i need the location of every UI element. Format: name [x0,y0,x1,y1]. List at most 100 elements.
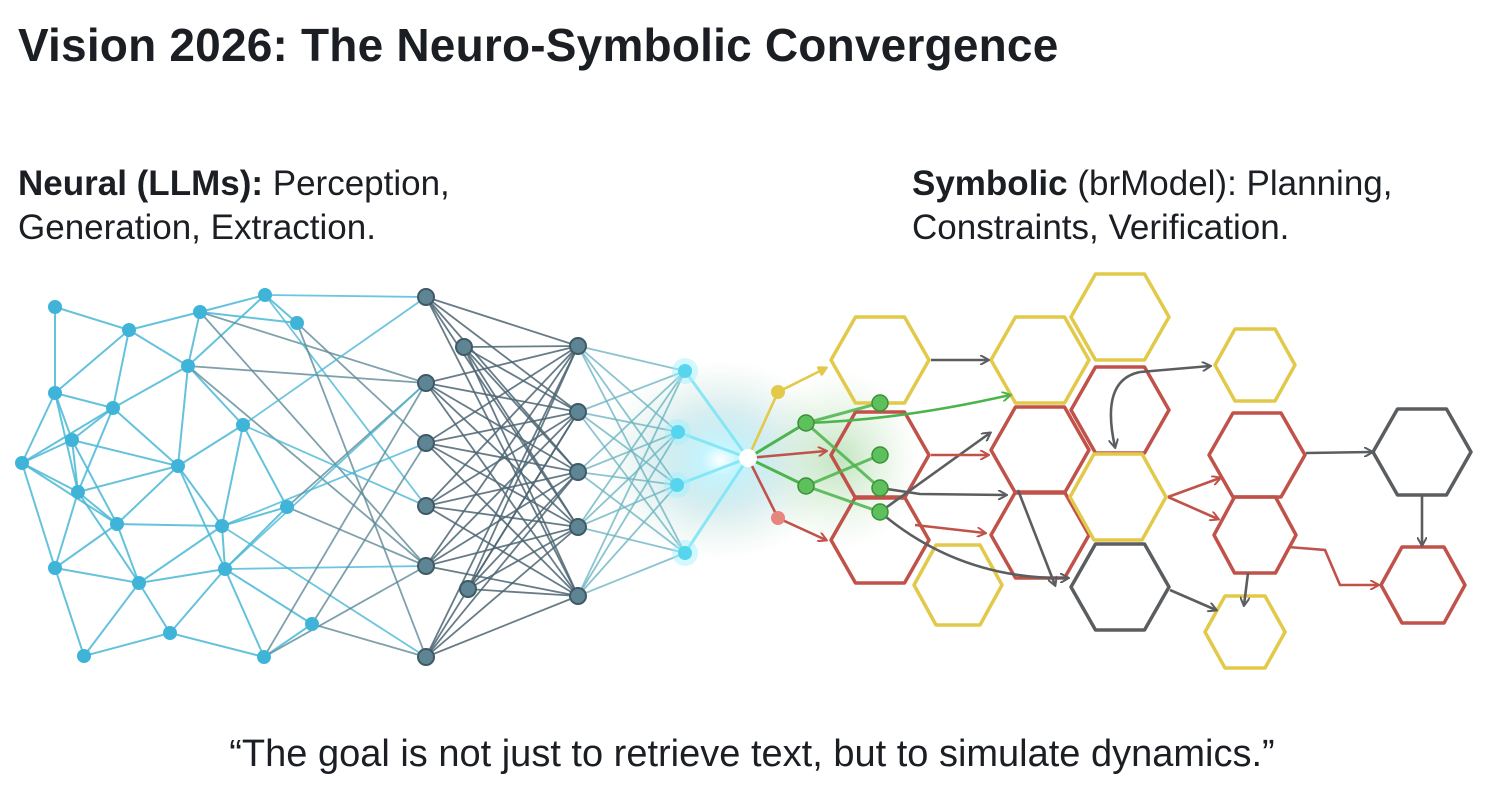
neural-node [569,518,587,536]
network-edge [577,411,678,486]
neural-label: Neural (LLMs): Perception, Generation, E… [18,162,450,250]
hexagon [912,543,1004,627]
network-edge [54,567,85,657]
network-edge [676,456,749,487]
neural-node [236,418,250,432]
network-edge [77,407,114,493]
neural-node [569,587,587,605]
neural-node [258,288,272,302]
network-edge [221,525,226,570]
network-edge [83,582,140,657]
network-edge [21,462,118,525]
network-edge [199,311,427,384]
network-edge [199,311,427,567]
symbolic-node [871,394,889,412]
network-edge [221,424,244,527]
hexagon [1069,272,1171,362]
network-edge [311,442,427,625]
neural-node [106,401,120,415]
flow-arrow [1167,478,1220,499]
hexagon [1379,545,1467,625]
network-edge [54,329,130,394]
green-link [805,453,881,488]
network-edge [264,294,298,324]
neural-line1: Perception, [263,164,450,203]
network-edge [425,345,579,444]
quote: “The goal is not just to retrieve text, … [229,733,1275,775]
neural-node [417,288,435,306]
symbolic-line1: (brModel): Planning, [1067,164,1393,203]
symbolic-arrows [746,360,1422,610]
network-edge [467,526,579,590]
hexagon [989,315,1091,405]
neural-node [670,478,684,492]
network-edge [21,439,73,464]
flow-arrow [1287,545,1378,585]
network-edge [224,568,265,658]
network-edge [116,465,179,525]
network-edge [71,439,79,493]
network-edge [577,370,686,597]
network-edge [83,632,171,657]
network-edge [224,382,427,570]
network-edge [169,632,265,658]
network-edge [425,471,579,658]
neural-node [417,648,435,666]
neural-node [181,359,195,373]
network-edge [577,484,678,597]
network-edge [128,311,201,331]
neural-node [65,433,79,447]
network-edge [116,523,140,584]
network-edge [77,491,140,584]
network-edge [242,296,427,426]
neural-node [257,650,271,664]
network-edge [264,294,427,298]
flow-arrow [747,451,826,460]
neural-nodes [15,288,698,666]
network-edge [425,411,579,444]
symbolic-node [797,414,815,432]
hexagon [989,405,1091,495]
network-edge [177,365,189,467]
network-edge [577,526,686,554]
green-link [805,421,881,490]
network-edge [138,525,223,584]
symbolic-label: Symbolic (brModel): Planning, Constraint… [912,162,1393,250]
symbolic-node [871,503,889,521]
network-edge [425,595,579,658]
green-link [805,401,881,425]
neural-node [215,519,229,533]
network-edge [425,345,579,567]
network-edge [425,345,579,384]
network-edge [467,411,579,590]
hexagon [1371,407,1473,497]
flow-arrow [1169,588,1216,610]
slide-title: Vision 2026: The Neuro-Symbolic Converge… [18,19,1059,71]
network-edge [296,322,427,444]
neuro-symbolic-diagram [15,272,1473,670]
network-edge [577,431,679,597]
network-edge [425,505,579,597]
network-edge [263,382,427,658]
network-edge [425,411,579,507]
network-edge [199,294,266,313]
network-edge [138,568,226,584]
neural-node [671,425,685,439]
neural-node [290,316,304,330]
network-edge [463,345,579,348]
flow-arrow [1244,572,1248,605]
network-edge [577,552,686,597]
neural-node [305,617,319,631]
neural-node [71,485,85,499]
neural-line2: Generation, Extraction. [18,208,376,247]
network-edge [311,623,427,658]
network-edge [242,424,427,507]
network-edge [138,582,171,634]
network-edge [187,311,201,367]
network-edge [177,465,223,527]
flow-arrow [1305,452,1372,453]
network-edge [425,296,579,347]
network-edge [112,365,189,409]
flow-arrow [1016,489,1055,585]
network-edge [577,471,686,554]
